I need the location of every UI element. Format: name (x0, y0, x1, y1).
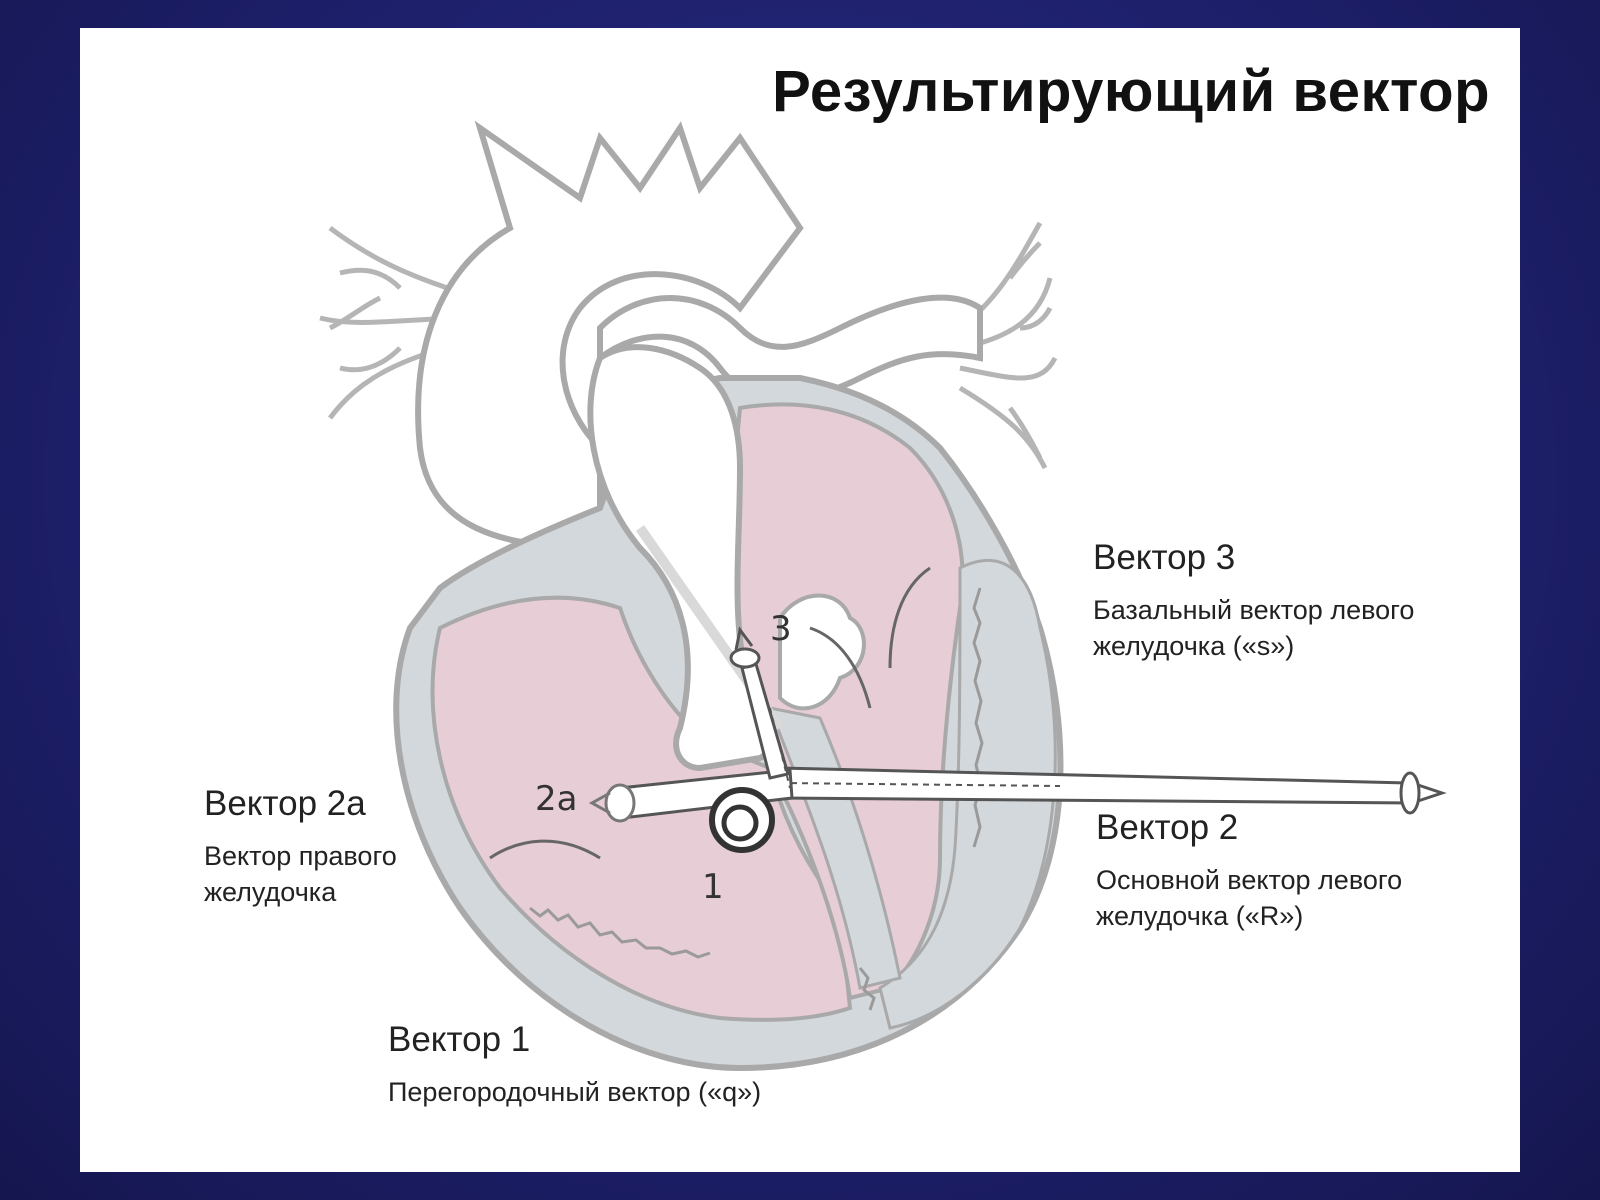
great-vessels (415, 120, 983, 552)
vector-2a-name: Вектор 2a (204, 784, 366, 823)
vector-1-name: Вектор 1 (388, 1020, 531, 1059)
heart-diagram: 3 2a 1 (319, 120, 1447, 1072)
vector-2-desc: Основной вектор левого желудочка («R») (1096, 865, 1403, 931)
vector-2a-label: Вектор 2a Вектор правого желудочка (204, 784, 504, 910)
vector-2a-desc: Вектор правого желудочка (204, 841, 397, 907)
marker-label-3: 3 (770, 609, 792, 649)
vector-3-name: Вектор 3 (1093, 538, 1236, 577)
vector-2-name: Вектор 2 (1096, 808, 1239, 847)
vector-2a-arrow (588, 768, 794, 823)
vector-1-desc: Перегородочный вектор («q») (388, 1077, 762, 1107)
vector-1-marker (709, 787, 775, 853)
valve-leaflets (489, 566, 931, 860)
marker-label-1: 1 (702, 867, 724, 907)
vector-3-desc: Базальный вектор левого желудочка («s») (1093, 595, 1415, 661)
endocardium-trabeculae (529, 587, 984, 1011)
vector-3-arrow (729, 626, 791, 789)
slide: 3 2a 1 Результирующий вектор Вектор 3 Ба… (80, 28, 1520, 1172)
page-title: Результирующий вектор (772, 59, 1490, 124)
vector-3-label: Вектор 3 Базальный вектор левого желудоч… (1093, 538, 1493, 664)
vector-1-label: Вектор 1 Перегородочный вектор («q») (388, 1020, 888, 1110)
marker-label-2a: 2a (535, 779, 577, 819)
mitral-valve (778, 593, 866, 711)
vector-2-label: Вектор 2 Основной вектор левого желудочк… (1096, 808, 1496, 934)
